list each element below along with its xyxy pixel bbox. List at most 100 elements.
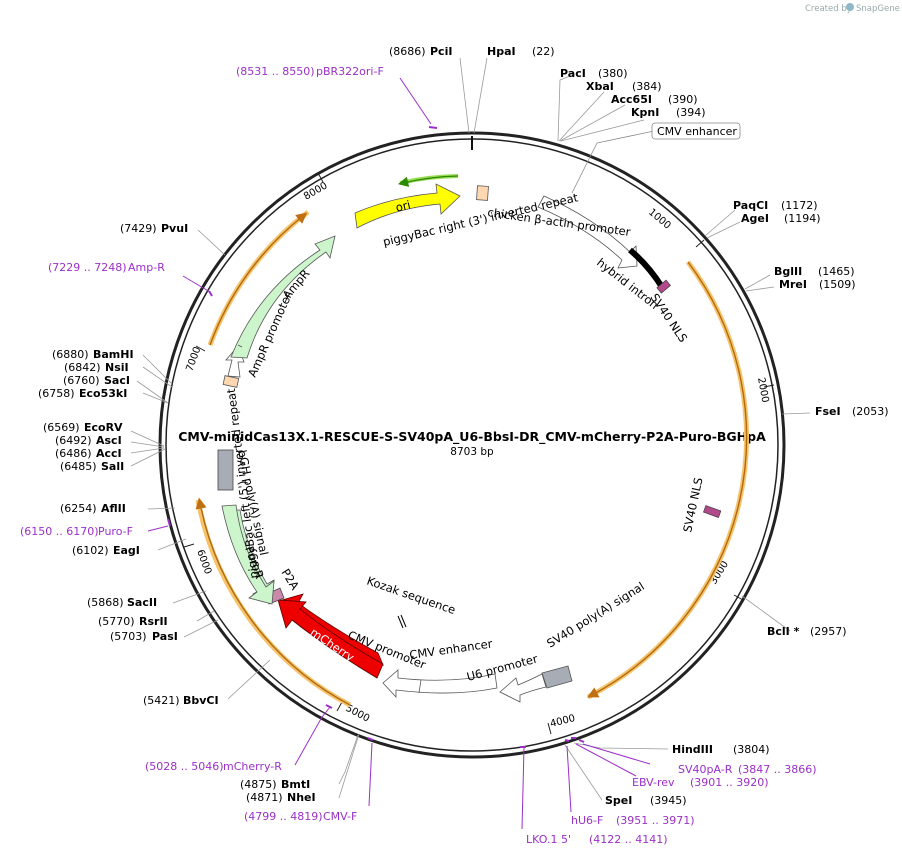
feature-arc-left-bottom[interactable] — [195, 499, 352, 708]
tick-8000: 8000 — [302, 180, 330, 202]
svg-text:Amp-R: Amp-R — [128, 261, 165, 274]
svg-text:RsrII: RsrII — [139, 615, 168, 628]
feature-puror[interactable]: PuroR — [221, 504, 275, 605]
svg-text:SacII: SacII — [127, 596, 157, 609]
svg-text:KpnI: KpnI — [631, 106, 659, 119]
svg-text:(2053): (2053) — [852, 405, 889, 418]
svg-text:SpeI: SpeI — [605, 794, 632, 807]
site-leaders — [130, 57, 811, 801]
svg-text:PciI: PciI — [430, 45, 452, 58]
svg-text:(4871): (4871) — [246, 791, 283, 804]
tick-4000: 4000 — [549, 713, 576, 730]
svg-text:BamHI: BamHI — [93, 348, 134, 361]
svg-text:(380): (380) — [598, 67, 628, 80]
svg-text:Puro-F: Puro-F — [98, 525, 133, 538]
svg-text:PvuI: PvuI — [161, 222, 188, 235]
svg-text:(6150 .. 6170): (6150 .. 6170) — [20, 525, 99, 538]
feature-chicken-promoter[interactable] — [537, 195, 638, 269]
svg-text:(6880): (6880) — [52, 348, 89, 361]
feature-sv40nls-top-box[interactable] — [656, 279, 671, 294]
label-sv40nls-top: SV40 NLS — [648, 291, 691, 345]
svg-text:(394): (394) — [676, 106, 706, 119]
svg-text:FseI: FseI — [815, 405, 841, 418]
svg-text:(6760): (6760) — [63, 374, 100, 387]
svg-text:EcoRV: EcoRV — [84, 421, 123, 434]
feature-bgh-box[interactable] — [217, 449, 234, 491]
feature-kozak-mark[interactable] — [397, 615, 404, 629]
svg-text:Acc65I: Acc65I — [611, 93, 652, 106]
svg-text:(3945): (3945) — [650, 794, 687, 807]
svg-text:hU6-F: hU6-F — [571, 814, 603, 827]
svg-text:(1465): (1465) — [818, 265, 855, 278]
svg-text:(384): (384) — [632, 80, 662, 93]
svg-text:ori: ori — [394, 198, 412, 215]
svg-text:(5421): (5421) — [143, 694, 180, 707]
svg-text:(5703): (5703) — [110, 630, 147, 643]
svg-text:BglII: BglII — [774, 265, 802, 278]
svg-text:(6842): (6842) — [64, 361, 101, 374]
svg-text:LKO.1 5': LKO.1 5' — [526, 833, 571, 846]
feature-ori[interactable]: ori — [354, 183, 461, 229]
svg-text:(3901 .. 3920): (3901 .. 3920) — [690, 776, 769, 789]
svg-text:AflII: AflII — [101, 502, 126, 515]
svg-text:PasI: PasI — [152, 630, 178, 643]
feature-hybrid-intron-arc[interactable] — [628, 247, 665, 289]
svg-text:(6254): (6254) — [60, 502, 97, 515]
svg-text:CMV-F: CMV-F — [323, 810, 357, 823]
tick-7000: 7000 — [184, 345, 203, 373]
svg-text:(6486): (6486) — [55, 447, 92, 460]
svg-text:NsiI: NsiI — [105, 361, 129, 374]
svg-text:(6485): (6485) — [60, 460, 97, 473]
svg-text:HpaI: HpaI — [487, 45, 516, 58]
label-sv40pa: SV40 poly(A) signal — [544, 579, 647, 650]
feature-sv40nls-right-box[interactable] — [703, 505, 722, 518]
svg-text:(6102): (6102) — [72, 544, 109, 557]
svg-text:(22): (22) — [532, 45, 555, 58]
feature-cmv-block[interactable] — [382, 669, 498, 699]
feature-sv40pa[interactable] — [541, 665, 573, 689]
feature-u6-promoter[interactable] — [499, 673, 547, 703]
primer-marks — [147, 77, 651, 830]
svg-text:(3804): (3804) — [733, 743, 770, 756]
svg-text:SacI: SacI — [104, 374, 130, 387]
plasmid-length: 8703 bp — [450, 446, 494, 458]
svg-text:(6492): (6492) — [55, 434, 92, 447]
svg-text:BclI *: BclI * — [767, 625, 800, 638]
svg-text:BmtI: BmtI — [281, 778, 310, 791]
plasmid-name: CMV-minidCas13X.1-RESCUE-S-SV40pA_U6-Bbs… — [178, 429, 766, 445]
svg-text:(1194): (1194) — [784, 212, 821, 225]
svg-text:(8686): (8686) — [389, 45, 426, 58]
svg-text:(8531 .. 8550): (8531 .. 8550) — [236, 65, 315, 78]
svg-text:(4122 .. 4141): (4122 .. 4141) — [589, 833, 668, 846]
svg-text:AgeI: AgeI — [741, 212, 769, 225]
svg-text:PacI: PacI — [560, 67, 586, 80]
svg-text:Created by: Created by — [805, 4, 852, 14]
feature-piggybac-left-box[interactable] — [222, 375, 240, 388]
svg-text:(390): (390) — [668, 93, 698, 106]
label-sv40nls-right: SV40 NLS — [680, 476, 705, 533]
svg-text:MreI: MreI — [779, 278, 807, 291]
svg-text:AccI: AccI — [96, 447, 122, 460]
svg-text:SalI: SalI — [101, 460, 124, 473]
svg-text:(5028 .. 5046): (5028 .. 5046) — [145, 760, 224, 773]
svg-text:SnapGene: SnapGene — [856, 4, 900, 14]
feature-piggybac-right-box[interactable] — [476, 185, 489, 201]
svg-text:HindIII: HindIII — [672, 743, 713, 756]
backbone — [158, 131, 786, 759]
label-cmv-enhancer-box: CMV enhancer — [571, 122, 741, 194]
svg-text:EagI: EagI — [113, 544, 140, 557]
svg-text:(3847 .. 3866): (3847 .. 3866) — [738, 763, 817, 776]
svg-text:(6569): (6569) — [43, 421, 80, 434]
svg-text:(7229 .. 7248): (7229 .. 7248) — [48, 261, 127, 274]
label-u6: U6 promoter — [465, 651, 539, 683]
snapgene-watermark: Created by SnapGene — [805, 3, 900, 14]
svg-text:SV40pA-R: SV40pA-R — [678, 763, 733, 776]
svg-text:(4799 .. 4819): (4799 .. 4819) — [244, 810, 323, 823]
label-kozak: Kozak sequence — [365, 574, 457, 617]
svg-text:BbvCI: BbvCI — [183, 694, 219, 707]
svg-text:(6758): (6758) — [38, 387, 75, 400]
svg-text:(5770): (5770) — [98, 615, 135, 628]
svg-text:NheI: NheI — [287, 791, 316, 804]
svg-text:(2957): (2957) — [810, 625, 847, 638]
label-p2a: P2A — [278, 566, 302, 592]
